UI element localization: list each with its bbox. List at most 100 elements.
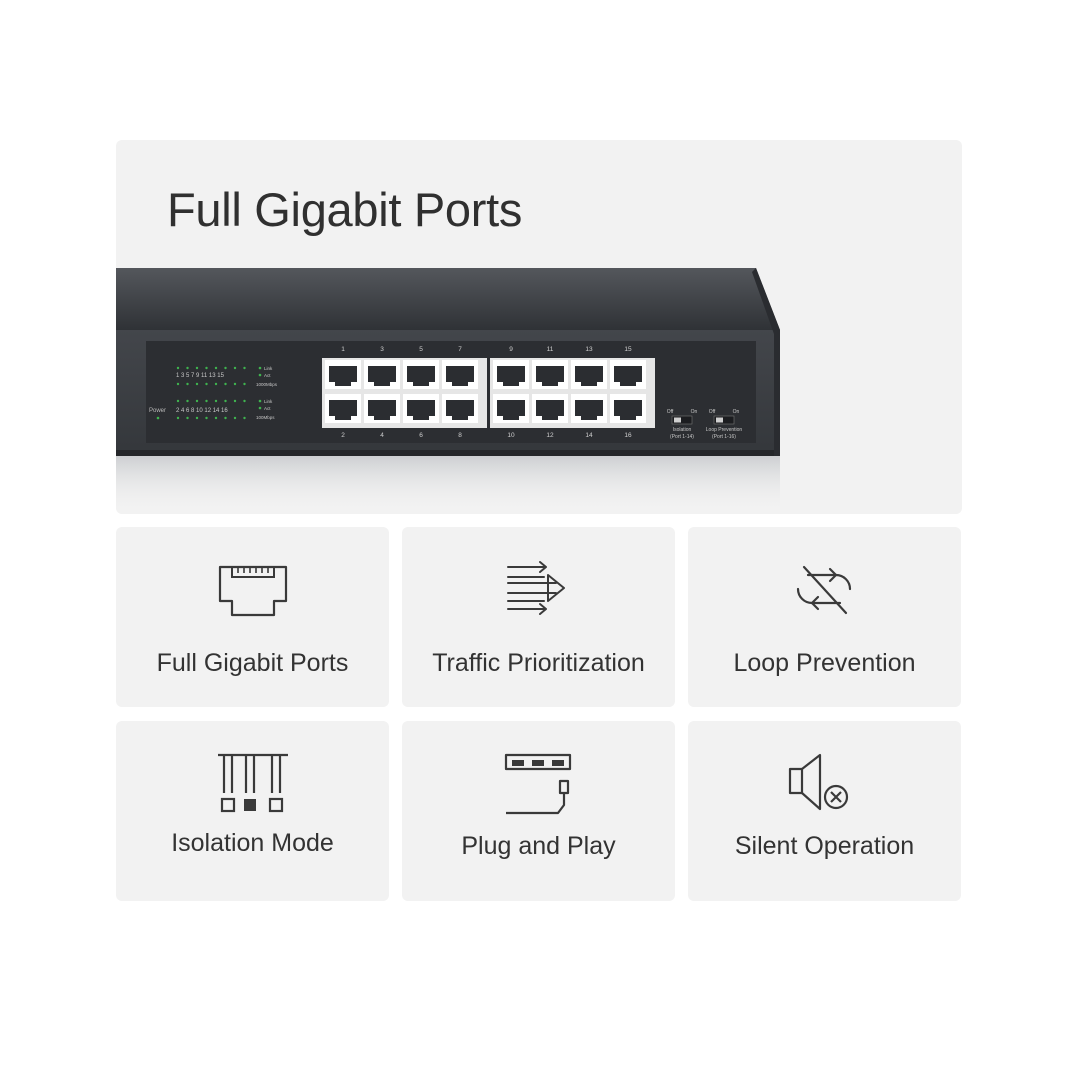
- led-dot: [233, 399, 237, 403]
- led-top-numbers: 1 3 5 7 9 11 13 15: [176, 373, 225, 379]
- led-dot: [233, 366, 237, 370]
- led-dot: [233, 416, 237, 420]
- ethernet-port: [325, 360, 361, 389]
- led-dot: [195, 399, 199, 403]
- ethernet-port: [610, 394, 646, 423]
- led-dot: [243, 416, 246, 420]
- port-number-top: 3: [380, 346, 384, 353]
- led-label-speed-2: 100Mbps: [256, 415, 275, 420]
- led-dot: [176, 366, 180, 370]
- led-dot: [224, 382, 227, 386]
- loop-range-label: (Port 1-16): [712, 434, 736, 440]
- feature-card-loop-prevention: Loop Prevention: [688, 527, 961, 707]
- led-label-act-2: Act: [264, 406, 271, 411]
- led-label-link-2: Link: [264, 399, 273, 404]
- traffic-arrows-icon: [507, 561, 565, 615]
- loop-prevention-icon: [796, 565, 852, 615]
- loop-prevention-label: Loop Prevention: [706, 427, 743, 433]
- ethernet-port: [364, 394, 400, 423]
- ethernet-port: [571, 394, 607, 423]
- loop-prevention-dip-switch[interactable]: [713, 415, 735, 425]
- led-bottom-numbers: 2 4 6 8 10 12 14 16: [176, 408, 228, 414]
- port-number-bottom: 6: [419, 432, 423, 439]
- isolation-off-label: Off: [667, 409, 674, 415]
- loop-on-label: On: [733, 409, 740, 415]
- isolation-label: Isolation: [673, 427, 692, 433]
- led-dot: [205, 382, 208, 386]
- ethernet-port: [532, 360, 568, 389]
- led-dot: [176, 382, 180, 386]
- port-number-top: 15: [624, 346, 632, 353]
- hero-panel: Power 1 3 5 7 9 11 13 15 2 4 6 8 10 12 1…: [116, 140, 962, 514]
- ethernet-port: [403, 360, 439, 389]
- port-number-top: 7: [458, 346, 462, 353]
- led-dot: [233, 382, 237, 386]
- port-number-bottom: 16: [624, 432, 632, 439]
- led-label-speed: 1000Mbps: [256, 382, 278, 387]
- led-legend-dot: [258, 373, 262, 377]
- led-dot: [214, 382, 218, 386]
- ethernet-port: [571, 360, 607, 389]
- feature-label: Plug and Play: [461, 832, 616, 860]
- led-dot: [186, 382, 189, 386]
- led-legend-dot: [258, 406, 262, 410]
- led-dot: [224, 416, 227, 420]
- ethernet-port: [403, 394, 439, 423]
- led-legend-dot: [258, 366, 262, 370]
- led-legend-dot: [258, 399, 262, 403]
- ethernet-port-icon: [218, 565, 288, 617]
- led-dot: [176, 416, 180, 420]
- led-dot: [214, 366, 218, 370]
- plug-and-play-icon: [504, 753, 572, 815]
- ethernet-port: [610, 360, 646, 389]
- feature-label: Isolation Mode: [171, 829, 334, 857]
- feature-card-full-gigabit-ports: Full Gigabit Ports: [116, 527, 389, 707]
- led-dot: [224, 366, 227, 370]
- led-dot: [195, 382, 199, 386]
- ethernet-ports: [325, 360, 646, 423]
- network-switch-image: Power 1 3 5 7 9 11 13 15 2 4 6 8 10 12 1…: [116, 268, 780, 514]
- port-number-bottom: 8: [458, 432, 462, 439]
- led-label-link: Link: [264, 366, 273, 371]
- hero-title: Full Gigabit Ports: [167, 183, 523, 236]
- port-number-top: 13: [585, 346, 593, 353]
- feature-card-traffic-prioritization: Traffic Prioritization: [402, 527, 675, 707]
- led-dot: [176, 399, 180, 403]
- led-dot: [186, 416, 189, 420]
- ethernet-port: [364, 360, 400, 389]
- port-number-bottom: 10: [507, 432, 515, 439]
- led-dot: [243, 366, 246, 370]
- led-dot: [214, 416, 218, 420]
- feature-label: Silent Operation: [734, 832, 915, 860]
- led-dot: [195, 416, 199, 420]
- feature-label: Full Gigabit Ports: [156, 649, 349, 677]
- led-dot: [195, 366, 199, 370]
- led-dot: [243, 382, 246, 386]
- silent-operation-icon: [788, 753, 849, 811]
- led-dot: [205, 416, 208, 420]
- isolation-mode-icon: [218, 753, 288, 813]
- led-dot: [186, 366, 189, 370]
- isolation-dip-switch[interactable]: [671, 415, 693, 425]
- led-dot: [205, 366, 208, 370]
- port-number-bottom: 4: [380, 432, 384, 439]
- port-number-top: 11: [547, 346, 554, 353]
- led-dot: [224, 399, 227, 403]
- port-number-bottom: 2: [341, 432, 345, 439]
- ethernet-port: [325, 394, 361, 423]
- ethernet-port: [493, 394, 529, 423]
- port-number-bottom: 12: [546, 432, 554, 439]
- led-indicators: [156, 366, 262, 420]
- feature-label: Traffic Prioritization: [432, 649, 645, 677]
- led-dot: [214, 399, 218, 403]
- port-number-top: 5: [419, 346, 423, 353]
- led-label-act: Act: [264, 373, 271, 378]
- ethernet-port: [532, 394, 568, 423]
- port-number-top: 9: [509, 346, 513, 353]
- power-label: Power: [149, 408, 166, 414]
- feature-card-isolation-mode: Isolation Mode: [116, 721, 389, 901]
- led-dot: [186, 399, 189, 403]
- power-led: [156, 416, 160, 420]
- ethernet-port: [442, 360, 478, 389]
- loop-off-label: Off: [709, 409, 716, 415]
